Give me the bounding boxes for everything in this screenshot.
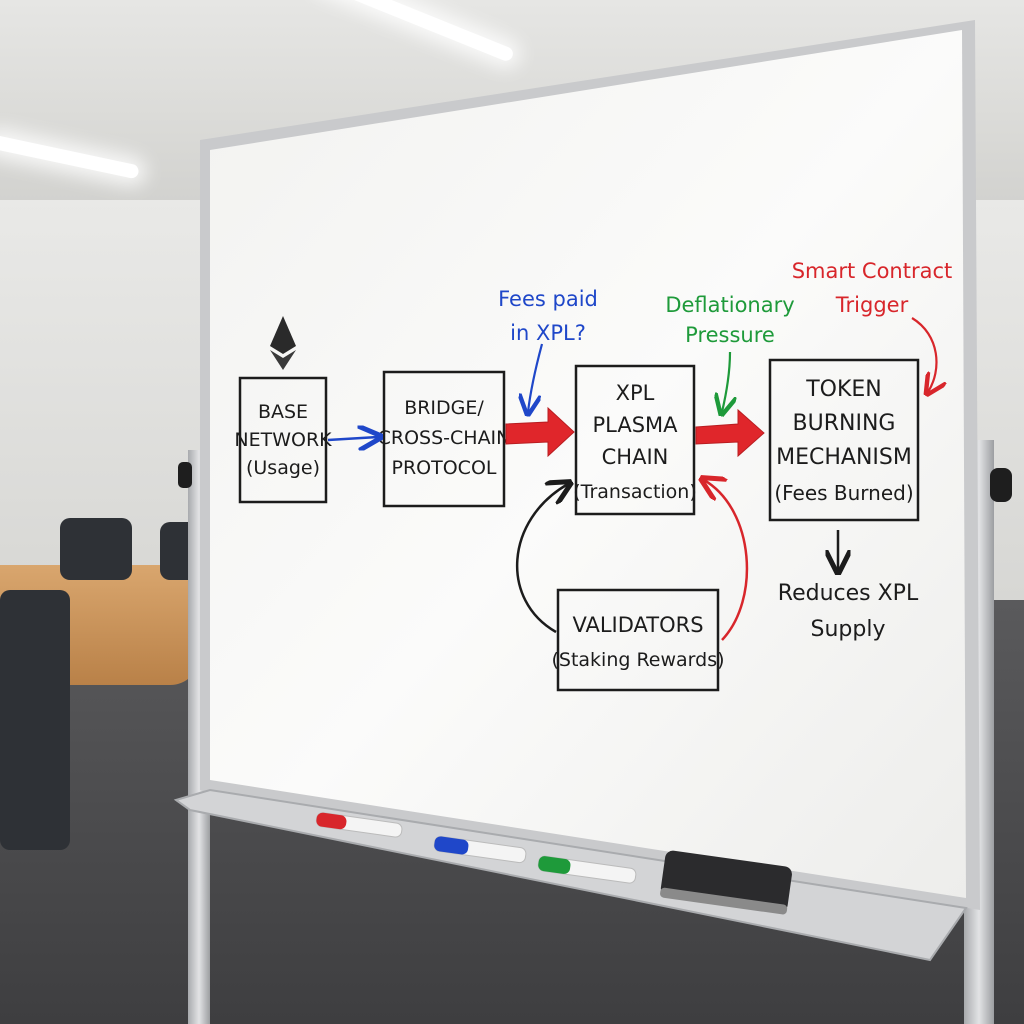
node-label: MECHANISM [776,445,912,470]
node-label: PLASMA [592,413,678,437]
arrow-xpl-to-validators [704,480,749,641]
node-label: BRIDGE/ [404,397,484,419]
node-label: CHAIN [602,445,669,469]
node-label: TOKEN [805,377,882,402]
node-label: NETWORK [234,429,332,451]
node-base-network: BASE NETWORK (Usage) [234,376,332,504]
node-bridge: BRIDGE/ CROSS-CHAIN PROTOCOL [378,370,511,508]
annotation-fees-paid: Fees paid in XPL? [498,287,598,345]
node-xpl-plasma-chain: XPL PLASMA CHAIN (Transaction) [573,364,697,516]
node-label: PROTOCOL [392,457,497,479]
node-label: BURNING [793,411,896,436]
annotation-text: Reduces XPL [778,581,919,606]
stand-knob [990,468,1012,502]
annotation-text: Supply [811,617,886,642]
node-label: CROSS-CHAIN [378,427,511,449]
node-label: (Staking Rewards) [551,649,724,671]
arrow-bridge-to-xpl [505,406,575,458]
board-surface [210,30,966,898]
annotation-text: Deflationary [665,293,794,317]
node-label: BASE [258,401,308,423]
arrow-smart-contract-annotation [911,317,936,392]
ethereum-icon [270,316,296,370]
arrow-deflation-annotation [722,351,730,412]
node-token-burning: TOKEN BURNING MECHANISM (Fees Burned) [768,358,920,522]
arrow-validators-to-xpl [515,484,568,634]
eraser[interactable] [660,850,793,915]
arrow-fees-annotation [528,343,544,412]
node-label: VALIDATORS [572,613,703,637]
annotation-text: Fees paid [498,287,598,311]
arrow-base-to-bridge [327,437,378,440]
annotation-text: Trigger [835,293,909,317]
node-validators: VALIDATORS (Staking Rewards) [551,588,725,692]
red-marker[interactable] [315,812,403,838]
blue-marker[interactable] [433,835,527,864]
node-label: (Fees Burned) [774,481,913,505]
annotation-text: Pressure [685,323,775,347]
office-chair [60,518,132,580]
annotation-reduces-supply: Reduces XPL Supply [778,581,919,642]
arrow-xpl-to-token [695,408,765,458]
node-label: XPL [616,381,655,405]
node-label: (Usage) [246,457,320,479]
annotation-smart-contract: Smart Contract Trigger [792,259,953,317]
green-marker[interactable] [537,855,637,884]
office-chair [0,590,70,850]
annotation-text: Smart Contract [792,259,953,283]
stand-knob [178,462,192,488]
annotation-text: in XPL? [510,321,586,345]
annotation-deflationary: Deflationary Pressure [665,293,794,347]
node-label: (Transaction) [573,481,697,503]
